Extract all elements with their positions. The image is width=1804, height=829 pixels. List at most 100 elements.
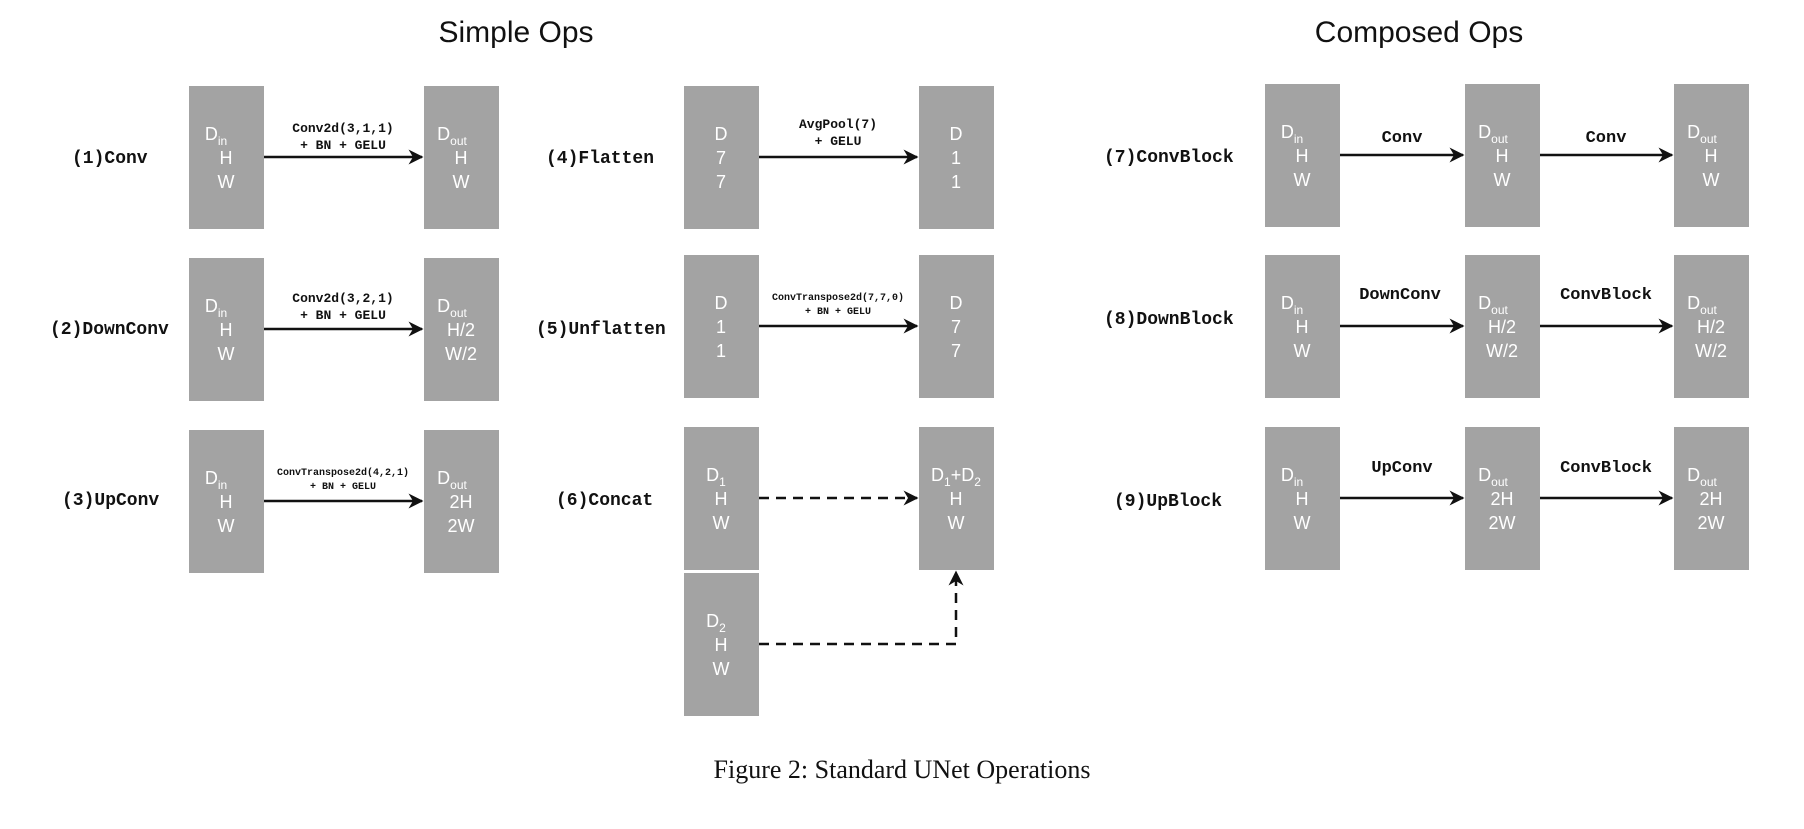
tensor-depth: Dout: [437, 296, 467, 320]
arrow-label-line2: + GELU: [815, 134, 862, 149]
figure-caption: Figure 2: Standard UNet Operations: [714, 755, 1091, 784]
op-label-convblock: (7)ConvBlock: [1104, 148, 1234, 168]
op-downblock: (8)DownBlock Din H W DownConv Dout H/2 W…: [1104, 255, 1749, 398]
tensor-width: W: [218, 516, 235, 536]
op-conv: (1)Conv Din H W Conv2d(3,1,1) + BN + GEL…: [72, 86, 499, 229]
tensor-width: 1: [951, 172, 961, 192]
op-label-downblock: (8)DownBlock: [1104, 310, 1234, 330]
op-label-concat: (6)Concat: [556, 491, 653, 511]
tensor-height: H: [220, 492, 233, 512]
tensor-height: H: [1296, 146, 1309, 166]
tensor-depth: Din: [1281, 293, 1303, 317]
arrow-label-line1: ConvTranspose2d(4,2,1): [277, 467, 409, 479]
tensor-depth: D: [950, 293, 963, 313]
tensor-depth: Din: [1281, 465, 1303, 489]
tensor-height: 2H: [449, 492, 472, 512]
tensor-width: W: [218, 172, 235, 192]
tensor-depth: Dout: [1478, 293, 1508, 317]
tensor-box-input: [1265, 84, 1340, 227]
tensor-width: W/2: [1486, 341, 1518, 361]
op-label-upconv: (3)UpConv: [62, 491, 159, 511]
tensor-box-input: [1265, 255, 1340, 398]
tensor-box-input: [189, 430, 264, 573]
tensor-box-mid: [1465, 84, 1540, 227]
tensor-box-input: [1265, 427, 1340, 570]
tensor-height: H: [715, 489, 728, 509]
arrow-label-1: Conv: [1382, 129, 1423, 148]
arrow-label-2: ConvBlock: [1560, 286, 1652, 305]
tensor-height: H/2: [447, 320, 475, 340]
tensor-box-mid: [1465, 427, 1540, 570]
tensor-box-output: [424, 86, 499, 229]
tensor-height: 7: [951, 317, 961, 337]
tensor-width: W: [713, 513, 730, 533]
tensor-height: H: [715, 635, 728, 655]
tensor-depth: Dout: [1687, 465, 1717, 489]
arrow-label-line1: AvgPool(7): [799, 117, 877, 132]
tensor-box-output: [919, 255, 994, 398]
tensor-box-output: [1674, 427, 1749, 570]
tensor-height: 2H: [1699, 489, 1722, 509]
tensor-height: 1: [716, 317, 726, 337]
tensor-width: W: [948, 513, 965, 533]
tensor-depth: D2: [706, 611, 726, 635]
arrow-label-line2: + BN + GELU: [300, 138, 386, 153]
tensor-depth: D1: [706, 465, 726, 489]
tensor-height: H/2: [1488, 317, 1516, 337]
tensor-box-input: [684, 86, 759, 229]
tensor-depth: D1+D2: [931, 465, 981, 489]
tensor-height: H: [220, 148, 233, 168]
tensor-width: W: [218, 344, 235, 364]
tensor-height: H: [950, 489, 963, 509]
tensor-width: W: [1294, 341, 1311, 361]
tensor-box-input: [684, 255, 759, 398]
arrow-label-line1: ConvTranspose2d(7,7,0): [772, 292, 904, 304]
tensor-box-input-1: [684, 427, 759, 570]
arrow-label-2: ConvBlock: [1560, 459, 1652, 478]
tensor-depth: Dout: [1478, 122, 1508, 146]
tensor-depth: Dout: [437, 468, 467, 492]
arrow-label-line1: Conv2d(3,2,1): [292, 291, 393, 306]
tensor-width: 2W: [1698, 513, 1725, 533]
tensor-width: W/2: [1695, 341, 1727, 361]
tensor-box-output: [1674, 255, 1749, 398]
tensor-width: W/2: [445, 344, 477, 364]
tensor-box-output: [919, 86, 994, 229]
tensor-width: W: [713, 659, 730, 679]
tensor-depth: D: [950, 124, 963, 144]
tensor-box-input: [189, 258, 264, 401]
tensor-height: H: [1496, 146, 1509, 166]
tensor-box-mid: [1465, 255, 1540, 398]
op-upblock: (9)UpBlock Din H W UpConv Dout 2H 2W Con…: [1114, 427, 1749, 570]
tensor-box-output: [424, 258, 499, 401]
tensor-height: H: [455, 148, 468, 168]
tensor-box-input-2: [684, 573, 759, 716]
tensor-width: W: [453, 172, 470, 192]
arrow-label-1: DownConv: [1359, 286, 1441, 305]
tensor-depth: Din: [1281, 122, 1303, 146]
op-downconv: (2)DownConv Din H W Conv2d(3,2,1) + BN +…: [50, 258, 499, 401]
arrow-label-line2: + BN + GELU: [310, 482, 376, 493]
tensor-depth: Dout: [1687, 122, 1717, 146]
tensor-height: H: [220, 320, 233, 340]
arrow-label-line1: Conv2d(3,1,1): [292, 121, 393, 136]
tensor-width: 1: [716, 341, 726, 361]
tensor-height: 7: [716, 148, 726, 168]
tensor-depth: Dout: [437, 124, 467, 148]
op-convblock: (7)ConvBlock Din H W Conv Dout H W Conv …: [1104, 84, 1749, 227]
op-label-conv: (1)Conv: [72, 149, 148, 169]
tensor-height: H/2: [1697, 317, 1725, 337]
tensor-depth: Dout: [1478, 465, 1508, 489]
tensor-height: H: [1705, 146, 1718, 166]
arrow-label-1: UpConv: [1371, 459, 1432, 478]
tensor-depth: Din: [205, 468, 227, 492]
op-label-unflatten: (5)Unflatten: [536, 320, 666, 340]
composed-ops-title: Composed Ops: [1315, 16, 1523, 49]
op-label-upblock: (9)UpBlock: [1114, 492, 1222, 512]
tensor-height: 1: [951, 148, 961, 168]
simple-ops-title: Simple Ops: [438, 16, 593, 49]
tensor-height: H: [1296, 317, 1309, 337]
tensor-depth: Din: [205, 124, 227, 148]
